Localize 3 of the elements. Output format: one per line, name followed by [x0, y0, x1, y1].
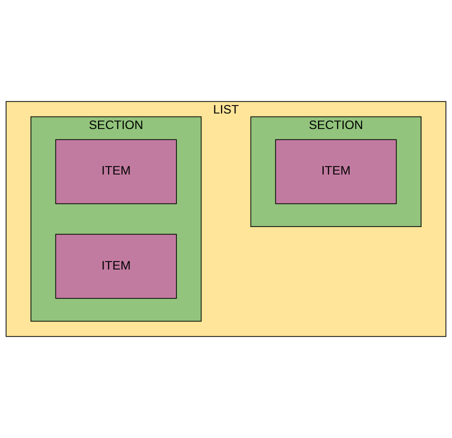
node-box: ITEM — [275, 139, 397, 204]
node-box: ITEM — [55, 139, 177, 204]
node-box: ITEM — [55, 234, 177, 299]
